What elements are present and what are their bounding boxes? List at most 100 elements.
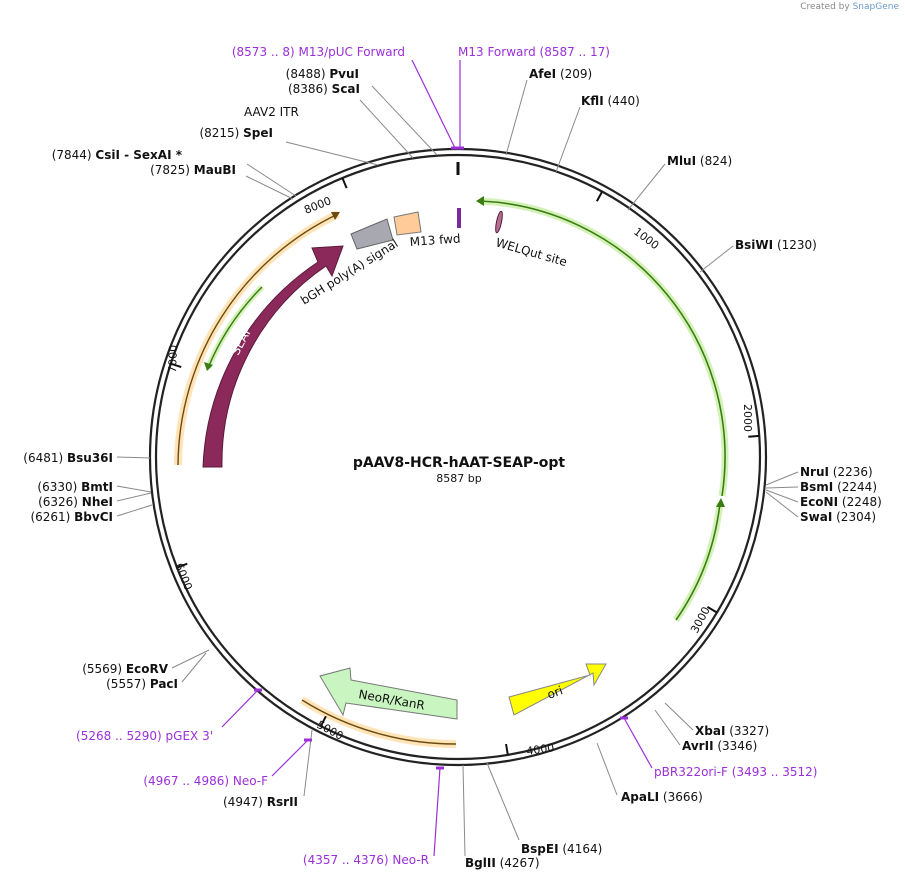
cds-arc-lower-right (673, 502, 724, 622)
site-label: XbaI (3327) (695, 724, 769, 738)
snapgene-logo: SnapGene (852, 2, 899, 12)
site-connector (116, 456, 151, 459)
site-label: BglII (4267) (465, 856, 540, 870)
cds-arc-lower-right-line (675, 502, 721, 621)
site-connector (116, 492, 152, 502)
label-lines (116, 59, 799, 857)
tick-mark (748, 434, 760, 438)
site-label: EcoNI (2248) (800, 495, 882, 509)
tick-label: 8000 (302, 194, 333, 217)
primer-marker (436, 766, 444, 770)
backbone-inner-ring (154, 153, 762, 761)
primer-marker (304, 738, 312, 742)
site-connector (765, 489, 799, 503)
credit-text: Created by SnapGene (800, 2, 899, 12)
site-label: ApaLI (3666) (621, 790, 703, 804)
site-connector (116, 485, 152, 493)
seap-feature (202, 245, 344, 468)
tick-mark (595, 191, 603, 202)
site-connector (486, 762, 520, 841)
site-label: (6330) BmtI (37, 480, 113, 494)
m13-fwd-feature (457, 208, 461, 228)
site-label: (6326) NheI (38, 495, 113, 509)
primer-marker (254, 688, 262, 692)
primer-marker (456, 146, 464, 150)
site-label: MluI (824) (667, 154, 732, 168)
site-label: BsiWI (1230) (735, 238, 817, 252)
welq-label: WELQut site (494, 235, 568, 269)
site-connector (246, 163, 297, 197)
site-connector (654, 709, 681, 746)
site-connector (245, 175, 294, 200)
tick-label: 6000 (172, 561, 195, 592)
ori-feature (508, 663, 607, 716)
cds-arc-right-head (476, 196, 484, 206)
site-label: BsmI (2244) (800, 480, 877, 494)
tick-mark (320, 715, 327, 727)
primer-connector (271, 739, 309, 777)
tick-label: 4000 (526, 741, 556, 758)
orange-arc-bottom-line (301, 699, 457, 745)
site-label: SwaI (2304) (800, 510, 876, 524)
site-label: (4947) RsrII (223, 795, 298, 809)
plasmid-length: 8587 bp (436, 472, 481, 485)
primer-label: pBR322ori-F (3493 .. 3512) (654, 765, 817, 779)
primer-connector (623, 717, 653, 769)
primer-connector (433, 767, 441, 857)
credit-prefix: Created by (800, 2, 850, 12)
primer-label: M13 Forward (8587 .. 17) (458, 45, 610, 59)
site-label: (5557) PacI (106, 677, 178, 691)
site-label: (5569) EcoRV (82, 662, 169, 676)
site-connector (181, 652, 207, 683)
site-connector (765, 471, 799, 486)
site-connector (462, 764, 466, 857)
primer-connector (221, 689, 259, 728)
tick-mark (170, 362, 182, 369)
welq-feature (495, 210, 503, 234)
tick-mark (505, 743, 509, 756)
orange-arc-left-line (177, 213, 339, 466)
site-connector (171, 649, 210, 669)
cds-arc-left-head (204, 362, 213, 371)
site-label: (6481) Bsu36I (23, 451, 113, 465)
cds-arc-right-line (479, 200, 726, 497)
site-connector (596, 742, 618, 796)
site-label: (6261) BbvCI (30, 510, 113, 524)
site-label: (7844) CsiI - SexAI * (52, 148, 183, 162)
primer-connector (411, 59, 456, 149)
primer-marker (451, 146, 459, 150)
tick-label: 2000 (741, 404, 754, 432)
itr-label: AAV2 ITR (244, 105, 299, 119)
site-label: (8215) SpeI (199, 126, 273, 140)
orange-arc-left-head (331, 212, 340, 220)
itr-feature (393, 211, 422, 236)
site-connector (765, 491, 799, 518)
site-label: (7825) MauBI (150, 163, 236, 177)
primer-label: (8573 .. 8) M13/pUC Forward (232, 45, 405, 59)
site-label: KflI (440) (581, 94, 640, 108)
tick-label: 7000 (166, 345, 180, 373)
site-connector (664, 702, 694, 731)
tick-label: 3000 (688, 605, 713, 636)
tick-mark (706, 606, 718, 614)
tick-mark (341, 177, 348, 189)
site-label: BspEI (4164) (521, 842, 602, 856)
labels: (8488) PvuI(8386) ScaI (8215) SpeI (7844) … (23, 45, 882, 870)
site-label: (8386) ScaI (288, 82, 360, 96)
site-connector (116, 504, 153, 517)
site-label: (8488) PvuI (286, 67, 359, 81)
cds-arc-lower-right-head (716, 498, 725, 507)
site-connector (627, 163, 666, 211)
primer-marker (620, 716, 628, 720)
site-connector (699, 245, 734, 273)
site-label: NruI (2236) (800, 465, 873, 479)
site-connector (285, 141, 379, 166)
site-connector (555, 106, 581, 173)
tick-mark (176, 562, 188, 569)
ori-label: ori (545, 683, 564, 701)
plasmid-title: pAAV8-HCR-hAAT-SEAP-opt (353, 455, 566, 471)
site-connector (505, 79, 528, 156)
site-connector (765, 486, 799, 489)
